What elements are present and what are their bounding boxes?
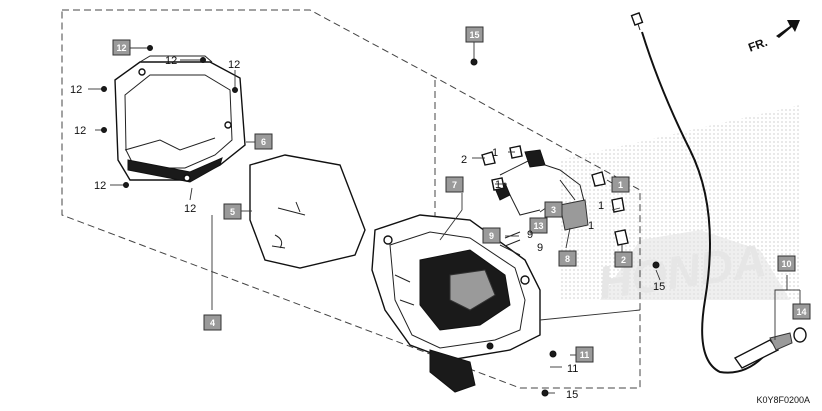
socket-harness	[481, 145, 629, 247]
callout-box-14: 14	[792, 303, 811, 320]
svg-text:6: 6	[261, 137, 266, 147]
bolts	[101, 45, 660, 397]
callout-1-d: 1	[588, 220, 594, 232]
callout-12-e: 12	[94, 180, 106, 192]
callout-1-c: 1	[598, 200, 604, 212]
meter-cable	[630, 12, 807, 374]
callout-1-a: 1	[492, 147, 498, 159]
plain-callouts: 12 12 12 12 12 12 2 1 1 1 1 9 9 15 11 15	[70, 55, 665, 401]
callout-15-a: 15	[653, 281, 665, 293]
inner-frame-outline	[380, 80, 436, 231]
svg-text:5: 5	[230, 207, 235, 217]
svg-text:12: 12	[116, 43, 126, 53]
callout-box-6: 6	[254, 133, 273, 150]
callout-box-8: 8	[558, 250, 577, 267]
callout-11-a: 11	[567, 363, 578, 375]
callout-box-3: 3	[544, 201, 563, 218]
direction-label: FR.	[746, 35, 769, 55]
callout-box-7: 7	[445, 176, 464, 193]
callout-box-15: 15	[465, 26, 484, 43]
honda-watermark: HONDA	[560, 105, 800, 309]
svg-text:9: 9	[489, 231, 494, 241]
diagram-code: K0Y8F0200A	[756, 395, 810, 405]
callout-12-a: 12	[165, 55, 177, 67]
callout-12-d: 12	[74, 125, 86, 137]
callout-box-10: 10	[777, 255, 796, 272]
svg-text:15: 15	[469, 30, 479, 40]
svg-text:4: 4	[210, 318, 215, 328]
svg-text:13: 13	[533, 221, 543, 231]
sheet-part	[249, 154, 366, 269]
callout-box-4: 4	[203, 314, 222, 331]
svg-text:3: 3	[551, 205, 556, 215]
callout-box-1: 1	[611, 176, 630, 193]
callout-12-f: 12	[184, 203, 196, 215]
svg-text:2: 2	[621, 255, 626, 265]
svg-text:7: 7	[452, 180, 457, 190]
direction-arrow-icon	[776, 20, 800, 38]
callout-box-9: 9	[482, 227, 501, 244]
callout-box-2: 2	[614, 251, 633, 268]
front-direction-indicator: FR.	[746, 20, 800, 55]
svg-text:10: 10	[781, 259, 791, 269]
svg-text:1: 1	[618, 180, 623, 190]
svg-text:11: 11	[580, 350, 590, 360]
callout-12-c: 12	[70, 84, 82, 96]
svg-text:8: 8	[565, 254, 570, 264]
callout-box-13: 13	[529, 217, 548, 234]
callout-12-b: 12	[228, 59, 240, 71]
callout-box-12: 12	[112, 39, 131, 56]
callout-box-5: 5	[223, 203, 242, 220]
callout-15-b: 15	[566, 389, 578, 401]
svg-text:14: 14	[796, 307, 806, 317]
callout-2-a: 2	[461, 154, 467, 166]
callout-9-b: 9	[537, 242, 543, 254]
meter-cover	[114, 55, 246, 183]
callout-box-11: 11	[575, 346, 594, 363]
callout-1-b: 1	[495, 179, 501, 191]
meter-case	[371, 214, 541, 393]
callout-9-a: 9	[527, 229, 533, 241]
